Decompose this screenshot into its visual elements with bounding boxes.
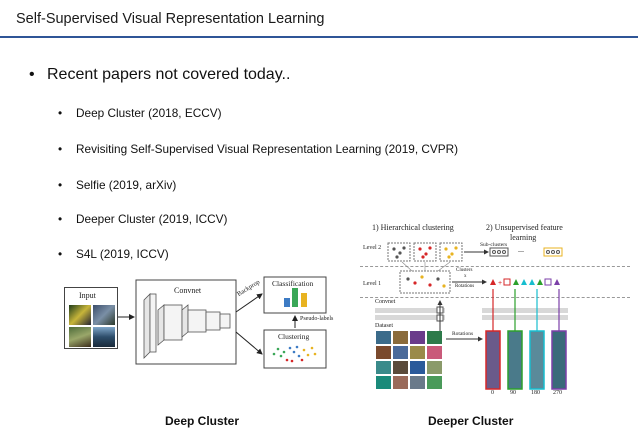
angle-label: 90 (510, 390, 516, 396)
angle-label: 0 (491, 390, 494, 396)
bullet-dot-icon: • (58, 106, 63, 120)
step1-label: 1) Hierarchical clustering (372, 223, 454, 232)
main-bullet: • Recent papers not covered today.. (29, 66, 290, 84)
paper-title: Deeper Cluster (2019, ICCV) (76, 212, 228, 226)
paper-item: • Deep Cluster (2018, ECCV) (58, 106, 222, 120)
bullet-dot-icon: • (58, 212, 63, 226)
slide-title: Self-Supervised Visual Representation Le… (16, 11, 325, 27)
bullet-dot-icon: • (58, 178, 63, 192)
deeper-cluster-diagram: + (375, 242, 568, 390)
header-divider (0, 36, 638, 38)
svg-text:+: + (498, 280, 502, 287)
input-panel: Input (64, 287, 118, 349)
classification-label: Classification (272, 279, 314, 288)
level1-label: Level 1 (363, 281, 382, 287)
main-bullet-text: Recent papers not covered today.. (47, 66, 291, 83)
dataset-label: Dataset (375, 323, 393, 329)
deeper-cluster-caption: Deeper Cluster (428, 414, 514, 428)
convnet-label: Convnet (174, 286, 202, 295)
input-image-2 (93, 305, 115, 325)
paper-title: Selfie (2019, arXiv) (76, 178, 177, 192)
deeper-cluster-figure: 1) Hierarchical clustering 2) Unsupervis… (360, 219, 630, 401)
paper-title: Revisiting Self-Supervised Visual Repres… (76, 142, 459, 156)
sub-clusters-label: Sub-clusters (480, 242, 508, 248)
clusters-x-label: x (464, 274, 467, 279)
bullet-dot-icon: • (58, 247, 63, 261)
level2-label: Level 2 (363, 245, 382, 251)
paper-item: • Deeper Cluster (2019, ICCV) (58, 212, 227, 226)
paper-title: Deep Cluster (2018, ECCV) (76, 106, 222, 120)
angle-label: 180 (531, 390, 540, 396)
bullet-dot-icon: • (58, 142, 63, 156)
ellipsis-label: ... (518, 245, 524, 254)
deep-cluster-diagram (118, 276, 327, 369)
clusters-rotations-label: Rotations (455, 284, 475, 289)
clusters-label: Clusters (456, 268, 473, 273)
input-image-3 (69, 327, 91, 347)
level-divider (360, 266, 630, 267)
slide-header: Self-Supervised Visual Representation Le… (0, 0, 638, 38)
input-image-1 (69, 305, 91, 325)
deep-cluster-figure: Input (58, 272, 344, 384)
pseudo-labels-label: Pseudo-labels (300, 316, 334, 322)
rotations-label: Rotations (452, 331, 474, 337)
clustering-label: Clustering (278, 332, 310, 341)
angle-label: 270 (553, 390, 562, 396)
input-label: Input (79, 291, 96, 300)
paper-item: • Revisiting Self-Supervised Visual Repre… (58, 142, 458, 156)
bullet-dot-icon: • (29, 66, 35, 83)
paper-item: • Selfie (2019, arXiv) (58, 178, 176, 192)
level-divider (360, 297, 630, 298)
step2-label-cont: learning (510, 233, 537, 242)
deep-cluster-caption: Deep Cluster (165, 414, 240, 428)
convnet-label: Convnet (375, 299, 396, 305)
paper-item: • S4L (2019, ICCV) (58, 247, 169, 261)
input-image-4 (93, 327, 115, 347)
paper-title: S4L (2019, ICCV) (76, 247, 169, 261)
step2-label: 2) Unsupervised feature (486, 223, 563, 232)
